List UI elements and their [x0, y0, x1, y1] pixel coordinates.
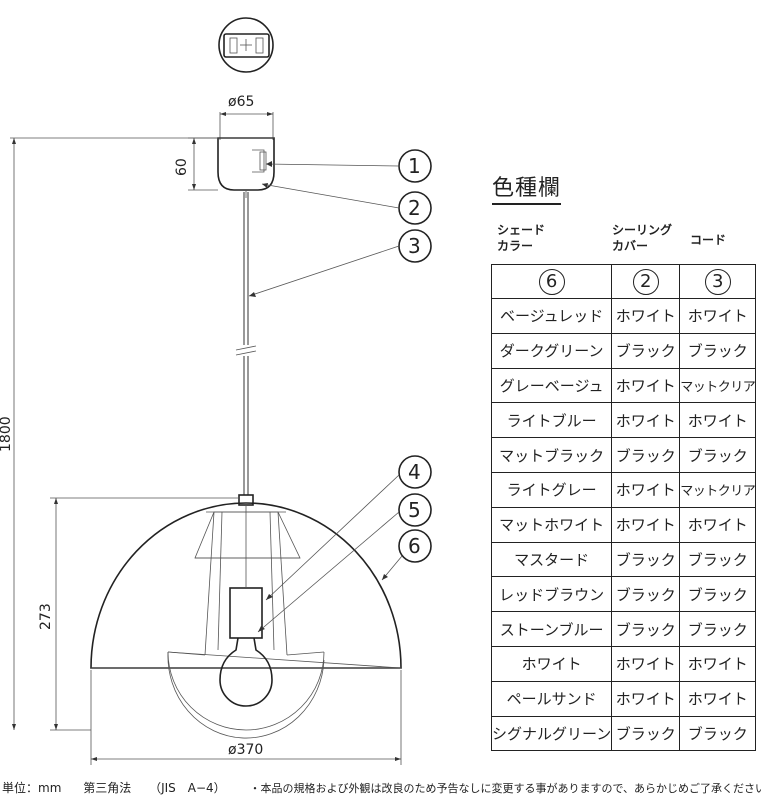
ceiling-mount-top-view [218, 17, 274, 73]
table-row: シグナルグリーンブラックブラック [490, 715, 757, 752]
dim-ceiling-diameter: ø65 [219, 94, 274, 140]
callout-6-number: 6 [408, 534, 421, 558]
callout-4: 4 [265, 455, 432, 601]
callout-6: 6 [381, 529, 432, 581]
color-table-title: 色種欄 [492, 175, 562, 205]
ceiling-cover-cell: ホワイト [611, 645, 681, 682]
callout-5: 5 [257, 493, 432, 633]
ceiling-cover-cell: ホワイト [611, 680, 681, 717]
table-row: ストーンブルーブラックブラック [490, 611, 757, 647]
table-row: マットホワイトホワイトホワイト [490, 506, 757, 543]
shade-color-cell: シグナルグリーン [490, 715, 613, 752]
dim-shade-height-label: 273 [38, 603, 54, 630]
cord-color-cell: ブラック [679, 576, 757, 613]
cord-color-cell: ブラック [679, 611, 757, 647]
table-row: ペールサンドホワイトホワイト [490, 680, 757, 717]
ceiling-cover-cell: ブラック [611, 541, 681, 578]
callout-1: 1 [265, 149, 432, 183]
header-shade-color: シェード カラー [497, 222, 597, 254]
dim-canopy-height: 60 [174, 137, 218, 191]
ceiling-cover-cell: ブラック [611, 715, 681, 752]
dim-shade-height: 273 [38, 497, 239, 731]
shade-color-cell: ライトグレー [490, 471, 613, 508]
ceiling-cover-cell: ホワイト [611, 506, 681, 543]
shade-color-cell: ダークグリーン [490, 332, 613, 369]
shade-color-cell: グレーベージュ [490, 367, 613, 404]
ceiling-cover-cell: ブラック [611, 576, 681, 613]
table-body: ベージュレッドホワイトホワイトダークグリーンブラックブラックグレーベージュホワイ… [490, 298, 757, 752]
color-table: 6 2 3 ベージュレッドホワイトホワイトダークグリーンブラックブラックグレーベ… [490, 264, 757, 752]
callout-3-number: 3 [408, 234, 421, 258]
dim-shade-diameter-label: ø370 [228, 742, 263, 758]
ceiling-cover-cell: ホワイト [611, 367, 681, 404]
table-row: ダークグリーンブラックブラック [490, 332, 757, 369]
table-row: ライトブルーホワイトホワイト [490, 402, 757, 439]
cord-color-cell: ホワイト [679, 680, 757, 717]
table-row: レッドブラウンブラックブラック [490, 576, 757, 613]
shade-color-cell: マットホワイト [490, 506, 613, 543]
header-number-ring: 2 [611, 264, 681, 299]
shade-color-cell: ライトブルー [490, 402, 613, 439]
table-row: マットブラックブラックブラック [490, 437, 757, 473]
cord-color-cell: ブラック [679, 437, 757, 473]
header-ceiling-cover: シーリング カバー [612, 222, 682, 254]
dim-shade-diameter: ø370 [90, 670, 402, 765]
shade-color-cell: ベージュレッド [490, 298, 613, 334]
ceiling-cover-cell: ブラック [611, 332, 681, 369]
callout-1-number: 1 [408, 154, 421, 178]
shade-color-cell: マスタード [490, 541, 613, 578]
ceiling-canopy [217, 137, 275, 198]
cord-color-cell: ホワイト [679, 645, 757, 682]
cord-color-cell: ブラック [679, 715, 757, 752]
header-number-cord: 3 [679, 264, 757, 299]
ceiling-cover-cell: ホワイト [611, 471, 681, 508]
ceiling-cover-cell: ホワイト [611, 402, 681, 439]
cord-color-cell: ホワイト [679, 506, 757, 543]
header-cord: コード [690, 232, 726, 248]
header-cord-text: コード [690, 233, 727, 247]
callout-2-number: 2 [408, 196, 421, 220]
dim-total-height: 1800 [0, 137, 218, 730]
table-header-row: 6 2 3 [490, 264, 757, 299]
ceiling-cover-cell: ホワイト [611, 298, 681, 334]
header-shade-text: シェード カラー [497, 223, 546, 253]
lamp-shade [90, 494, 402, 739]
header-ring-text: シーリング カバー [612, 223, 673, 253]
footer-note: ・本品の規格および外観は改良のため予告なしに変更する事がありますので、あらかじめ… [249, 782, 762, 795]
callout-2: 2 [261, 183, 432, 225]
shade-color-cell: ホワイト [490, 645, 613, 682]
callout-5-number: 5 [408, 498, 421, 522]
cord-color-cell: ホワイト [679, 402, 757, 439]
ceiling-cover-cell: ブラック [611, 611, 681, 647]
footer-standard: （JIS A−4） [149, 781, 226, 795]
ceiling-cover-cell: ブラック [611, 437, 681, 473]
table-row: マスタードブラックブラック [490, 541, 757, 578]
table-row: ベージュレッドホワイトホワイト [490, 298, 757, 334]
dim-ceiling-diameter-label: ø65 [228, 94, 254, 110]
footer-unit: 単位：mm [2, 781, 62, 795]
cord-color-cell: マットクリア [679, 367, 757, 404]
cord-color-cell: ブラック [679, 541, 757, 578]
dim-canopy-height-label: 60 [174, 158, 190, 176]
cord-color-cell: ホワイト [679, 298, 757, 334]
footer: 単位：mm 第三角法 （JIS A−4） ・本品の規格および外観は改良のため予告… [2, 779, 762, 796]
footer-method: 第三角法 [83, 781, 132, 795]
dim-total-height-label: 1800 [0, 416, 14, 452]
cord-color-cell: ブラック [679, 332, 757, 369]
shade-color-cell: マットブラック [490, 437, 613, 473]
table-row: ライトグレーホワイトマットクリア [490, 471, 757, 508]
callout-3: 3 [248, 229, 432, 297]
shade-color-cell: レッドブラウン [490, 576, 613, 613]
cord-color-cell: マットクリア [679, 471, 757, 508]
header-number-shade: 6 [490, 264, 613, 299]
table-row: ホワイトホワイトホワイト [490, 645, 757, 682]
shade-color-cell: ペールサンド [490, 680, 613, 717]
table-row: グレーベージュホワイトマットクリア [490, 367, 757, 404]
callout-4-number: 4 [408, 460, 421, 484]
cord [235, 192, 257, 495]
shade-color-cell: ストーンブルー [490, 611, 613, 647]
